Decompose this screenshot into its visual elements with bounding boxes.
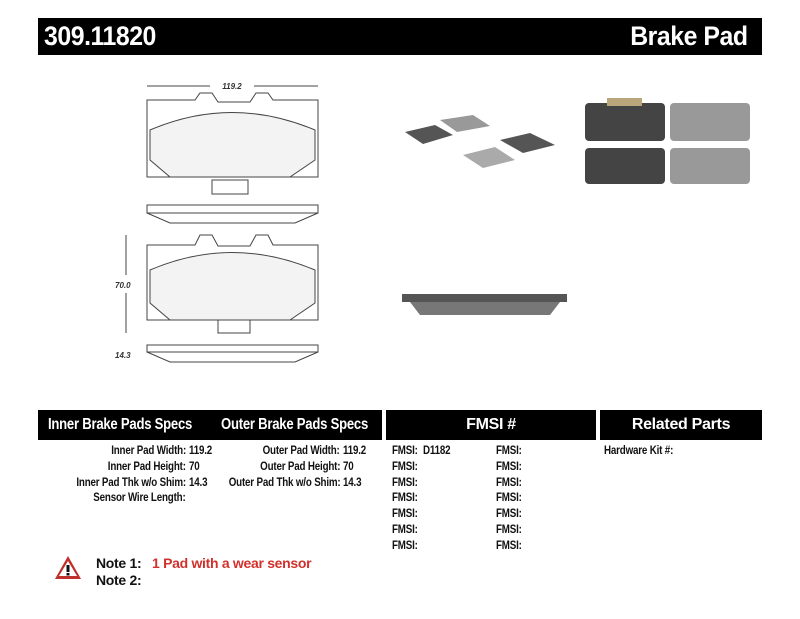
pads-photo-front [585,98,750,184]
fmsi-label: FMSI: [496,476,522,489]
warning-triangle-icon [55,556,81,579]
outer-spec-label: Outer Pad Thk w/o Shim: [228,476,340,489]
pads-photo-angled [405,115,555,168]
inner-spec-label: Sensor Wire Length: [93,492,186,505]
inner-spec-label: Inner Pad Width: [111,445,186,457]
pad-side-photo [402,294,567,315]
part-number: 309.11820 [44,21,156,51]
fmsi-header: FMSI # [386,410,596,440]
pad-technical-drawing: 119.2 70.0 14.3 [115,82,319,363]
pad-photo [405,125,453,144]
pad-side-friction-2 [146,351,319,363]
pad-side-view-2 [146,344,319,353]
pad-photo [585,103,665,141]
note-2-label: Note 2: [96,572,142,588]
related-header: Related Parts [600,410,762,440]
pad-photo [440,115,490,132]
sensor-tab [211,179,249,195]
fmsi-label: FMSI: [496,445,522,457]
note-1-text: 1 Pad with a wear sensor [152,555,312,571]
pad-side-view [146,204,319,214]
pad-bottom-view-outline [146,234,319,334]
header-bar: 309.11820 Brake Pad [38,18,762,55]
inner-spec-label: Inner Pad Height: [107,460,186,473]
sensor-photo [607,98,642,106]
thickness-dim-label: 14.3 [115,351,131,360]
fmsi-label: FMSI: [496,460,522,473]
pad-photo [500,133,555,153]
pad-photo [670,148,750,184]
pad-side-friction [146,212,319,224]
outer-spec-value: 119.2 [343,445,367,457]
backing-plate [402,294,567,302]
friction-material-bottom [149,252,316,321]
inner-spec-value: 119.2 [189,445,213,457]
fmsi-label: FMSI: [392,539,418,552]
note-1-label: Note 1: [96,555,142,571]
inner-specs-title: Inner Brake Pads Specs [48,416,193,433]
fmsi-label: FMSI: [392,476,418,489]
specs-header: Inner Brake Pads Specs Outer Brake Pads … [38,410,382,440]
outer-spec-label: Outer Pad Height: [259,460,340,473]
fmsi-label: FMSI: [496,524,522,536]
friction-material-top [149,112,316,178]
friction-layer [410,302,560,315]
fmsi-label: FMSI: [496,539,522,552]
outer-specs-title: Outer Brake Pads Specs [221,416,369,433]
page-title: Brake Pad [630,21,749,51]
pad-photo [463,147,515,168]
fmsi-label: FMSI: [392,492,418,505]
fmsi-label: FMSI: [392,524,418,536]
inner-spec-value: 70 [189,460,200,473]
fmsi-label: FMSI: [496,492,522,505]
inner-spec-label: Inner Pad Thk w/o Shim: [76,476,186,489]
fmsi-label: FMSI: [392,445,418,457]
fmsi-label: FMSI: [392,460,418,473]
outer-spec-value: 14.3 [343,476,362,489]
outer-spec-value: 70 [343,460,354,473]
fmsi-label: FMSI: [496,508,522,521]
fmsi-value: D1182 [423,445,451,457]
height-dim-label: 70.0 [115,281,131,290]
inner-spec-value: 14.3 [189,476,208,489]
outer-spec-label: Outer Pad Width: [262,445,340,457]
fmsi-label: FMSI: [392,508,418,521]
width-dim-label: 119.2 [222,82,242,91]
pad-photo [585,148,665,184]
hardware-kit-label: Hardware Kit #: [604,445,674,457]
pad-top-view-outline [146,92,319,178]
pad-photo [670,103,750,141]
